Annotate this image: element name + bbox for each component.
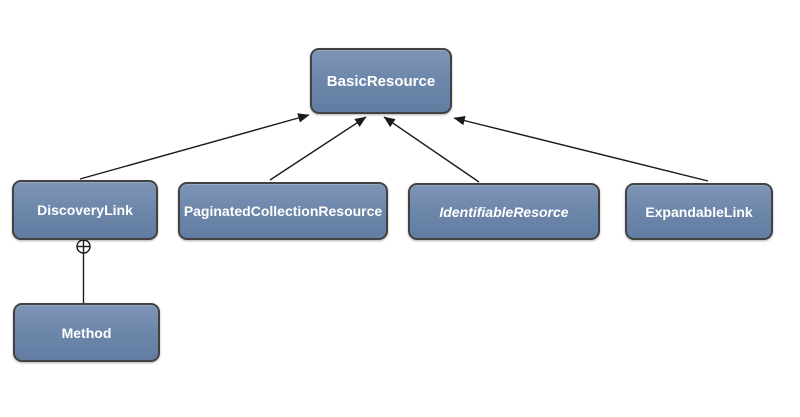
node-method-label: Method <box>61 324 112 341</box>
node-expandablelink-label: ExpandableLink <box>645 203 753 220</box>
edge-identifiableresorce-basicresource <box>383 116 480 183</box>
node-discoverylink-label: DiscoveryLink <box>37 202 133 218</box>
node-paginatedcollectionresource-label: PaginatedCollectionResource <box>183 203 383 219</box>
edge-discoverylink-basicresource <box>79 113 310 180</box>
node-expandablelink[interactable]: ExpandableLink <box>625 183 773 240</box>
node-paginatedcollectionresource[interactable]: PaginatedCollectionResource <box>178 182 388 240</box>
node-method[interactable]: Method <box>13 303 160 362</box>
node-identifiableresorce-label: IdentifiableResorce <box>439 203 569 220</box>
node-basicresource-label: BasicResource <box>326 72 436 90</box>
edge-expandablelink-basicresource <box>453 115 709 182</box>
node-identifiableresorce[interactable]: IdentifiableResorce <box>408 183 600 240</box>
containment-circle-plus-icon <box>76 239 91 254</box>
node-discoverylink[interactable]: DiscoveryLink <box>12 180 158 240</box>
edge-discoverylink-method <box>76 239 91 303</box>
edge-paginatedcollectionresource-basicresource <box>269 116 367 181</box>
node-basicresource[interactable]: BasicResource <box>310 48 452 114</box>
